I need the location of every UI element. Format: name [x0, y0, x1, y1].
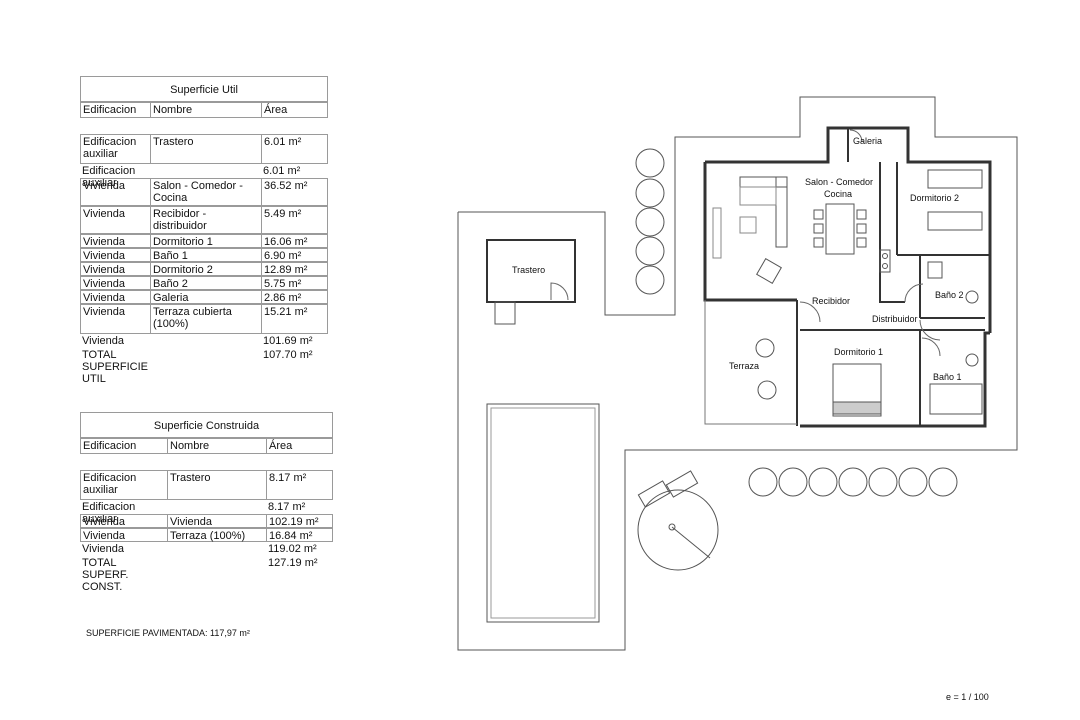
table-row: Vivienda 101.69 m²: [80, 334, 328, 348]
cell-area: 119.02 m²: [268, 543, 317, 555]
cell-area: 8.17 m²: [266, 470, 333, 500]
cell-nombre: Dormitorio 2: [150, 262, 261, 276]
label-recibidor: Recibidor: [812, 296, 850, 306]
table-superficie-util: Superficie Util Edificacion Nombre Área …: [80, 76, 328, 385]
cell-edificacion: Vivienda: [80, 178, 150, 206]
header-edificacion: Edificacion: [80, 102, 150, 118]
label-dormitorio-1: Dormitorio 1: [834, 347, 883, 357]
label-bano-1: Baño 1: [933, 372, 962, 382]
cell-edificacion: TOTAL SUPERF. CONST.: [82, 557, 129, 593]
label-terraza: Terraza: [729, 361, 759, 371]
cell-nombre: Galeria: [150, 290, 261, 304]
table-row: TOTAL SUPERFICIE UTIL 107.70 m²: [80, 348, 328, 385]
cell-area: 107.70 m²: [263, 349, 313, 361]
header-edificacion: Edificacion: [80, 438, 167, 454]
table-row: Edificacion auxiliar 6.01 m²: [80, 164, 328, 189]
cell-nombre: Salon - Comedor - Cocina: [150, 178, 261, 206]
cell-edificacion: Vivienda: [80, 304, 150, 334]
cell-nombre: Trastero: [150, 134, 261, 164]
cell-area: 8.17 m²: [268, 501, 306, 513]
trastero-outline: [486, 239, 576, 303]
cell-edificacion: Vivienda: [80, 234, 150, 248]
header-nombre: Nombre: [150, 102, 261, 118]
label-bano-2: Baño 2: [935, 290, 964, 300]
cell-nombre: Vivienda: [167, 514, 266, 528]
cell-edificacion: Vivienda: [80, 528, 167, 542]
table-header-row: Edificacion Nombre Área: [80, 438, 333, 454]
cell-edificacion: Vivienda: [80, 248, 150, 262]
cell-area: 5.75 m²: [261, 276, 328, 290]
scale-label: e = 1 / 100: [946, 692, 989, 702]
cell-edificacion: Vivienda: [82, 335, 124, 347]
cell-area: 16.06 m²: [261, 234, 328, 248]
table-title: Superficie Construida: [80, 412, 333, 438]
superficie-pavimentada-note: SUPERFICIE PAVIMENTADA: 117,97 m²: [86, 628, 250, 638]
cell-nombre: Dormitorio 1: [150, 234, 261, 248]
cell-edificacion: TOTAL SUPERFICIE UTIL: [82, 349, 149, 385]
cell-edificacion: Edificacion auxiliar: [82, 165, 136, 189]
cell-nombre: Terraza (100%): [167, 528, 266, 542]
cell-edificacion: Vivienda: [80, 262, 150, 276]
cell-nombre: Baño 2: [150, 276, 261, 290]
cell-area: 5.49 m²: [261, 206, 328, 234]
pool: [486, 403, 600, 623]
label-trastero: Trastero: [512, 265, 545, 275]
header-area: Área: [266, 438, 333, 454]
cell-area: 6.01 m²: [261, 134, 328, 164]
cell-area: 16.84 m²: [266, 528, 333, 542]
cell-area: 36.52 m²: [261, 178, 328, 206]
cell-edificacion: Vivienda: [80, 276, 150, 290]
plot-outline: [457, 96, 1018, 651]
cell-area: 127.19 m²: [268, 557, 318, 569]
cell-nombre: Baño 1: [150, 248, 261, 262]
cell-area: 102.19 m²: [266, 514, 333, 528]
cell-edificacion: Vivienda: [80, 290, 150, 304]
cell-area: 101.69 m²: [263, 335, 313, 347]
cell-area: 12.89 m²: [261, 262, 328, 276]
label-galeria: Galeria: [853, 136, 882, 146]
cell-area: 15.21 m²: [261, 304, 328, 334]
cell-edificacion: Edificacion auxiliar: [80, 470, 167, 500]
cell-nombre: Trastero: [167, 470, 266, 500]
cell-nombre: Terraza cubierta (100%): [150, 304, 261, 334]
header-nombre: Nombre: [167, 438, 266, 454]
label-cocina: Cocina: [824, 189, 852, 199]
cell-area: 2.86 m²: [261, 290, 328, 304]
cell-edificacion: Edificacion auxiliar: [80, 134, 150, 164]
cell-edificacion: Vivienda: [80, 206, 150, 234]
header-area: Área: [261, 102, 328, 118]
label-salon: Salon - Comedor: [805, 177, 873, 187]
label-distribuidor: Distribuidor: [872, 314, 918, 324]
cell-edificacion: Edificacion auxiliar: [82, 501, 136, 525]
cell-nombre: Recibidor - distribuidor: [150, 206, 261, 234]
table-row: Edificacion auxiliar 8.17 m²: [80, 500, 333, 525]
table-superficie-construida: Superficie Construida Edificacion Nombre…: [80, 412, 333, 593]
label-dormitorio-2: Dormitorio 2: [910, 193, 959, 203]
table-header-row: Edificacion Nombre Área: [80, 102, 328, 118]
cell-area: 6.90 m²: [261, 248, 328, 262]
cell-edificacion: Vivienda: [82, 543, 124, 555]
cell-edificacion: Vivienda: [80, 514, 167, 528]
cell-area: 6.01 m²: [263, 165, 301, 177]
table-row: TOTAL SUPERF. CONST. 127.19 m²: [80, 556, 333, 593]
table-title: Superficie Util: [80, 76, 328, 102]
table-row: Vivienda 119.02 m²: [80, 542, 333, 556]
